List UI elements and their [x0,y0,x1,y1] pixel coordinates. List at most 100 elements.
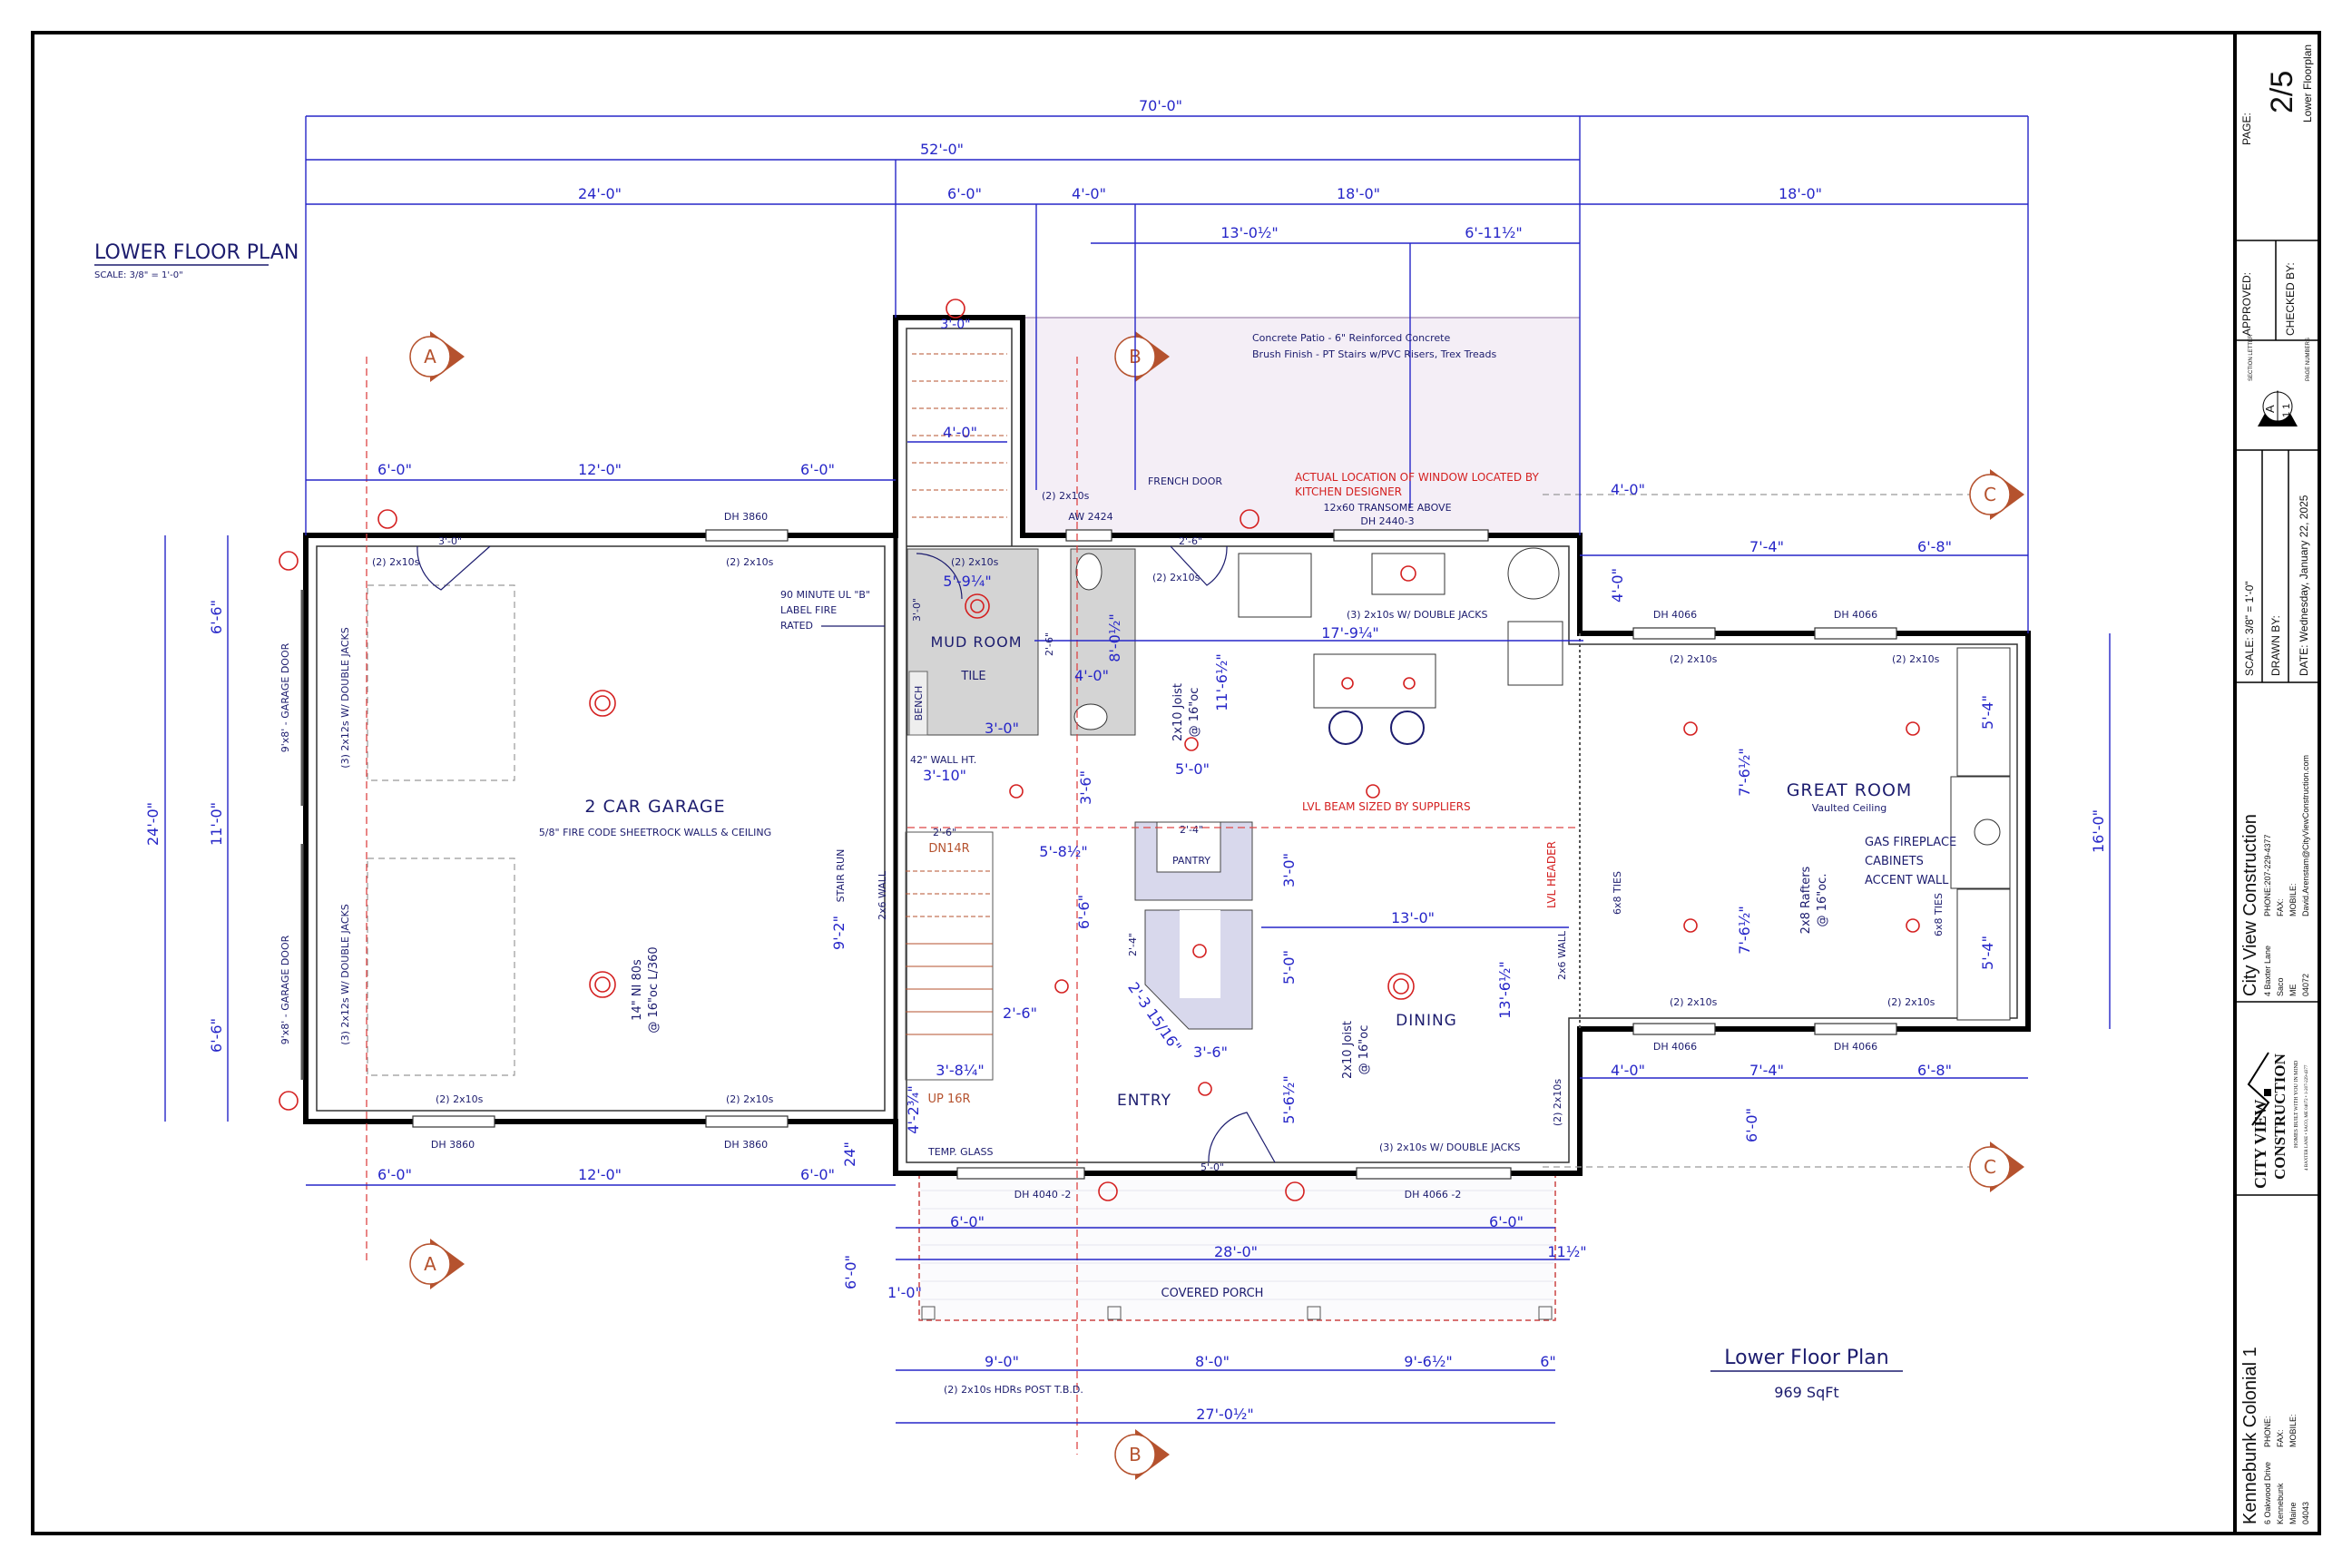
dim-kitchen: 5'-0" [1175,760,1210,778]
dim-porch: 6'-0" [950,1213,985,1230]
approved-field: APPROVED: [2240,272,2253,336]
stairs-down-label: DN14R [928,842,969,856]
porch-post [1538,1306,1553,1320]
garage-joist-note: 14" NI 80s [631,959,644,1021]
plan-scale: SCALE: 3/8" = 1'-0" [94,270,183,280]
svg-text:PHONE:207-229-4377: PHONE:207-229-4377 [2263,834,2272,916]
section-marker-b-bottom: B [1114,1429,1170,1480]
dim-great-room: 7'-6½" [1736,748,1753,796]
dim-right: 4'-0" [1609,568,1626,603]
dim-garage-left: 6'-6" [208,600,225,634]
section-legend-icon: A 1 1 SECTION LETTER PAGE NUMBERS [2249,334,2311,426]
dim-stair-run: 9'-2" [830,916,848,950]
header-note: (3) 2x10s W/ DOUBLE JACKS [1379,1142,1520,1153]
scale-field: SCALE: 3/8" = 1'-0" [2243,581,2256,676]
svg-text:SECTION LETTER: SECTION LETTER [2249,334,2254,381]
room-great-room: GREAT ROOM [1787,780,1913,800]
window-label: DH 4066 [1653,1041,1697,1053]
rafters-note: @ 16"oc. [1816,874,1829,927]
dim-right: 6'-0" [1743,1108,1760,1142]
svg-text:Maine: Maine [2288,1502,2298,1524]
kitchen-sink-icon [1371,553,1446,595]
project-name: Kennebunk Colonial 1 [2240,1347,2260,1524]
header-note: (2) 2x10s [951,556,999,568]
covered-porch [918,1172,1556,1321]
dim-mud-room: 8'-0½" [1106,613,1123,662]
plan-title-text: LOWER FLOOR PLAN [94,241,299,264]
dim-mud-room: 3'-10" [923,767,966,784]
dim-right: 4'-0" [1611,481,1645,498]
svg-text:4 BAXTER LANE • SACO, ME 04072: 4 BAXTER LANE • SACO, ME 04072 • 1-207-2… [2305,1064,2309,1171]
fireplace-note: ACCENT WALL [1865,874,1949,887]
room-labels: 2 CAR GARAGE 5/8" FIRE CODE SHEETROCK WA… [539,633,1913,1300]
garage-door-label: 9'x8' - GARAGE DOOR [279,935,291,1044]
notes: Concrete Patio - 6" Reinforced Concrete … [279,332,1956,1396]
kitchen-joist-note: 2x10 Joist [1171,683,1185,741]
dim-bath-door: 2'-6" [1044,632,1055,656]
dim-great-room: 5'-4" [1979,695,1996,730]
header-note: (2) 2x10s [1670,653,1718,665]
room-garage: 2 CAR GARAGE [584,797,725,817]
porch-post [921,1306,936,1320]
garage-joist-note: @ 16"oc L/360 [647,946,661,1033]
section-marker-a-top: A [409,331,465,382]
dim-right: 4'-0" [1611,1062,1645,1079]
dim-dining: 5'-6½" [1280,1075,1298,1123]
svg-text:1 1: 1 1 [2281,404,2292,417]
temp-glass-note: TEMP. GLASS [927,1146,993,1158]
header-note: (2) 2x10s [372,556,420,568]
dim-garage-left: 11'-0" [208,802,225,846]
header-note: (2) 2x10s [1552,1079,1563,1127]
dim-entry: 3'-6" [1193,1044,1228,1061]
dim-right: 6'-8" [1917,1062,1952,1079]
window-label: DH 4066 [1834,1041,1877,1053]
dim-right: 7'-4" [1749,1062,1784,1079]
svg-text:FAX:: FAX: [2276,898,2285,916]
toilet-icon [1075,553,1102,591]
lvl-beam-note: LVL BEAM SIZED BY SUPPLIERS [1302,800,1471,813]
cabinet [1956,888,2011,1021]
svg-text:Kennebunk: Kennebunk [2276,1483,2285,1524]
wall-note: 2x6 WALL [877,870,888,920]
dim-mud-room: 3'-0" [985,720,1019,737]
header-note: (2) 2x10s [436,1093,484,1105]
dim-closet-door: 2'-4" [1127,933,1139,956]
car-outline [367,858,515,1076]
dim-porch: 9'-0" [985,1353,1019,1370]
window-label: DH 3860 [431,1139,475,1151]
window-label: DH 4066 [1834,609,1877,621]
fire-door-note: 90 MINUTE UL "B" [780,589,870,601]
header-note: (3) 2x12s W/ DOUBLE JACKS [339,627,351,768]
dim-garage-left: 24'-0" [144,802,162,846]
window-label: AW 2424 [1068,511,1112,523]
front-door[interactable] [1208,1112,1276,1163]
great-room-ceiling: Vaulted Ceiling [1812,802,1887,814]
svg-text:FAX:: FAX: [2276,1429,2285,1447]
dim-garage-bottom: 12'-0" [578,1166,622,1183]
window-label: DH 4066 -2 [1405,1189,1462,1200]
header-note: (2) 2x10s [1042,490,1090,502]
dim-entry: 3'-8¼" [936,1062,984,1079]
french-door[interactable] [1170,545,1228,586]
stairs-up-label: UP 16R [927,1093,970,1106]
dim-top: 24'-0" [578,185,622,202]
porch-post [1307,1306,1321,1320]
garage-entry-door[interactable] [416,545,491,591]
dim-porch: 28'-0" [1214,1243,1258,1260]
mud-room-floor [906,548,1039,736]
bench [908,671,928,736]
dim-garage-bottom: 6'-0" [800,1166,835,1183]
dim-top: 18'-0" [1779,185,1822,202]
dim-porch: 27'-0½" [1196,1406,1254,1423]
fire-door-note: LABEL FIRE [780,604,837,616]
header-note: (2) 2x10s [1892,653,1940,665]
dim-stair-door: 2'-6" [933,827,956,838]
plan-area: 969 SqFt [1774,1384,1838,1401]
svg-text:4 Baxter Lane: 4 Baxter Lane [2263,946,2272,996]
range-cabinet [1238,553,1312,618]
dim-mud-door: 3'-0" [911,598,923,622]
dim-dining: 5'-0" [1280,950,1298,985]
svg-text:6 Oakwood Drive: 6 Oakwood Drive [2263,1462,2272,1524]
dim-garage-left: 6'-6" [208,1018,225,1053]
